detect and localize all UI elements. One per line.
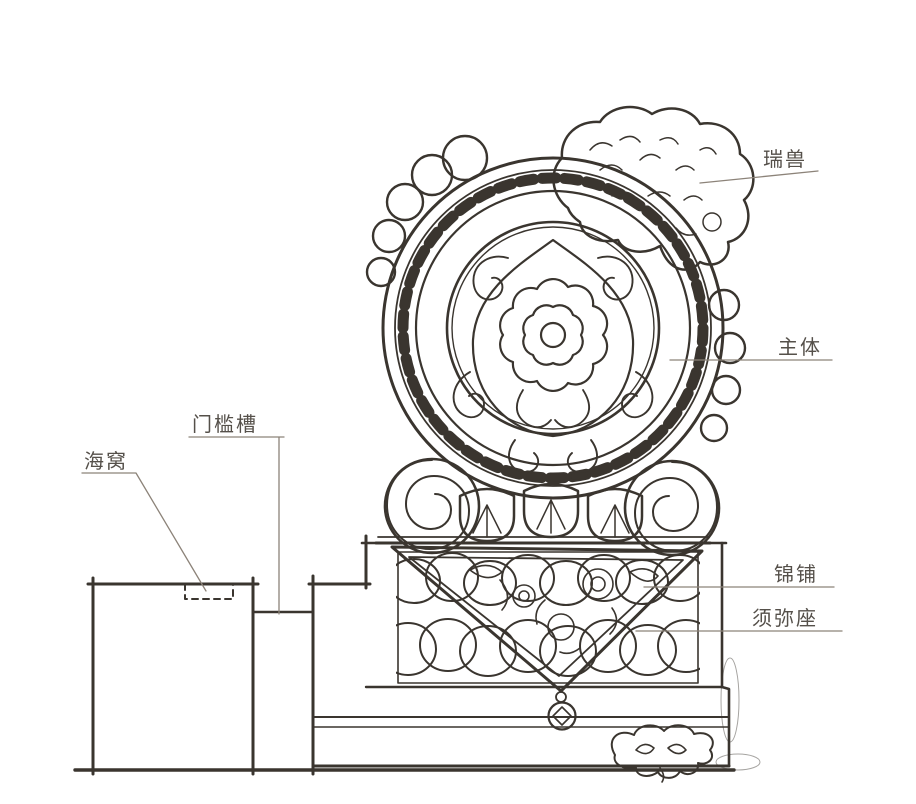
volute-bracket <box>374 457 721 557</box>
annotation-xumizuo: 须弥座 <box>635 606 843 632</box>
auspicious-beast <box>552 105 755 271</box>
beast-texture <box>589 135 722 236</box>
annotations: 瑞兽 主体 海窝 门槛槽 锦铺 须弥座 <box>81 147 843 632</box>
right-volute <box>623 459 721 557</box>
drum-face <box>381 156 725 500</box>
door-socket-dashed <box>184 583 234 600</box>
annotation-ruishou: 瑞兽 <box>699 147 819 184</box>
annotation-jinpu: 锦铺 <box>643 562 835 588</box>
label-menkancao: 门槛槽 <box>192 412 258 436</box>
scroll-leaves <box>452 255 654 473</box>
label-xumizuo: 须弥座 <box>752 606 818 630</box>
cushion-row <box>396 552 700 677</box>
drum-carving <box>452 238 654 473</box>
sill-block <box>86 576 260 776</box>
ruyi-cloud-motif <box>610 724 714 783</box>
annotation-haiwo: 海窝 <box>81 449 207 592</box>
brocade-panel <box>390 545 704 731</box>
annotation-zhuti: 主体 <box>669 335 833 361</box>
lotus-petals <box>458 482 644 543</box>
annotation-menkancao: 门槛槽 <box>188 412 285 615</box>
label-ruishou: 瑞兽 <box>763 147 807 171</box>
sumeru-base <box>396 551 700 684</box>
drum-edge-bumps <box>365 134 747 443</box>
petal-veins <box>472 499 630 538</box>
label-jinpu: 锦铺 <box>774 562 818 586</box>
label-zhuti: 主体 <box>778 335 822 359</box>
brocade-floral <box>469 564 659 655</box>
left-volute <box>383 457 481 555</box>
pendant-coin <box>547 691 577 731</box>
beast-outline <box>552 105 755 271</box>
label-haiwo: 海窝 <box>84 449 128 473</box>
peony-flower <box>499 277 609 429</box>
ogee-vine <box>471 238 635 438</box>
